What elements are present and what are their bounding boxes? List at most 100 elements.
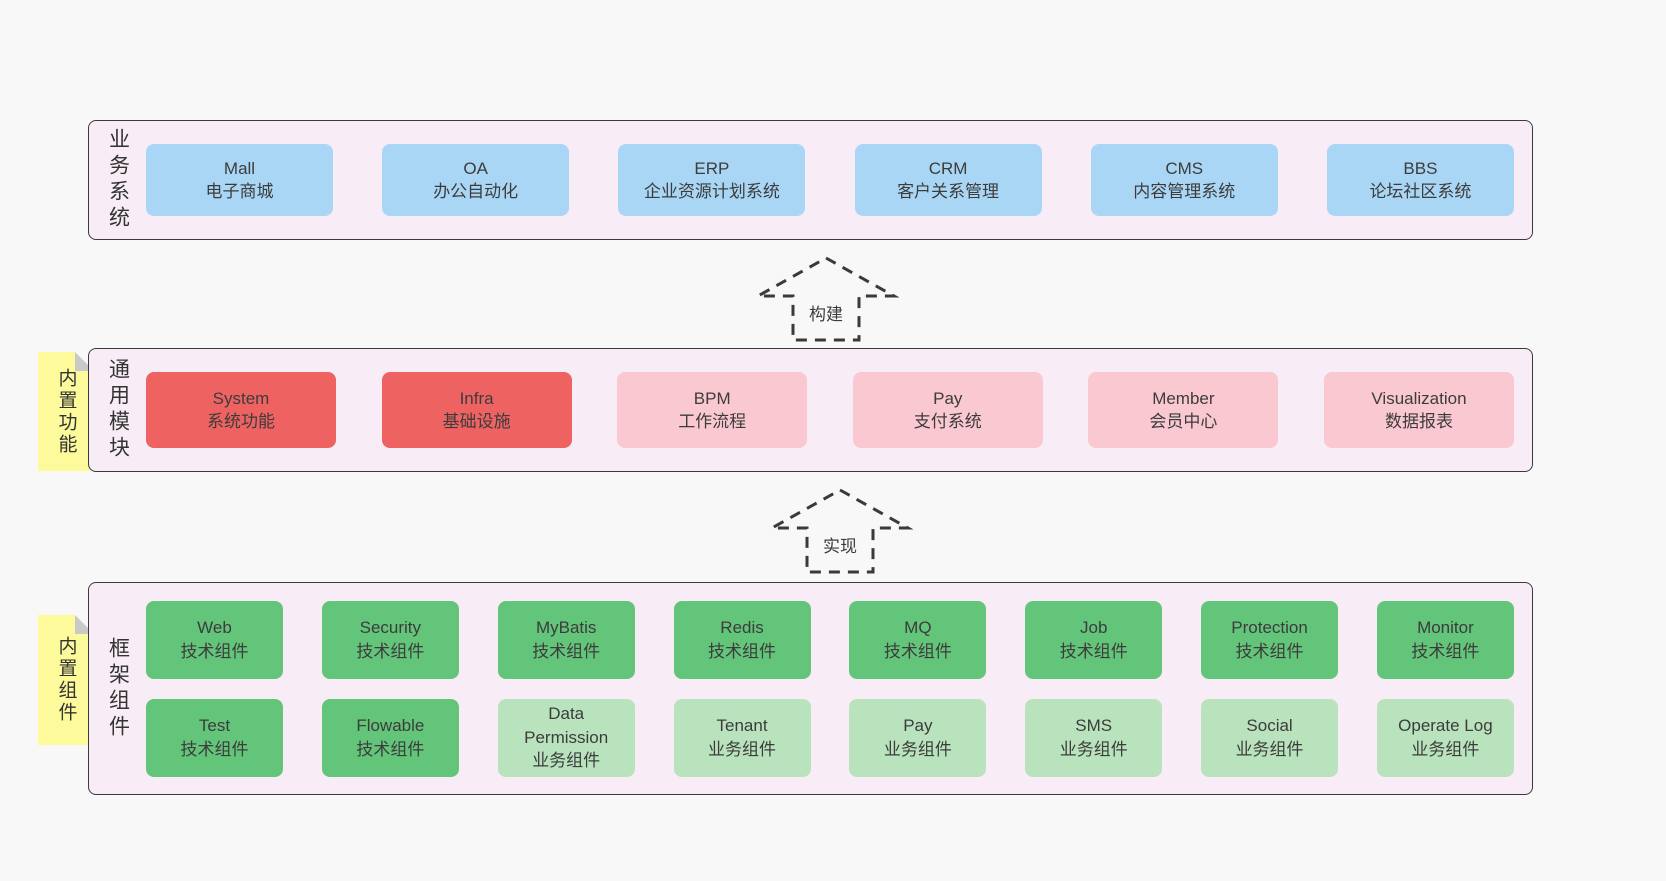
box-system: System 系统功能	[146, 372, 336, 448]
common-modules-label: 通用模块	[106, 358, 130, 462]
framework-components-panel: 框架组件 Web 技术组件 Security 技术组件 MyBatis 技术组件…	[88, 582, 1533, 795]
box-title: Monitor	[1417, 618, 1474, 638]
box-bpm: BPM 工作流程	[617, 372, 808, 448]
common-modules-row: System 系统功能 Infra 基础设施 BPM 工作流程 Pay 支付系统…	[146, 372, 1514, 448]
framework-row-1: Web 技术组件 Security 技术组件 MyBatis 技术组件 Redi…	[146, 600, 1514, 679]
box-subtitle: 工作流程	[678, 412, 747, 431]
box-title: Member	[1152, 388, 1215, 408]
box-pay-module: Pay 支付系统	[852, 372, 1043, 448]
box-pay-component: Pay 业务组件	[849, 698, 987, 777]
implement-arrow-label: 实现	[820, 531, 860, 558]
business-systems-label: 业务系统	[106, 128, 130, 232]
box-title: Redis	[720, 618, 764, 638]
box-bbs: BBS 论坛社区系统	[1326, 144, 1514, 216]
box-title: Security	[359, 618, 422, 638]
box-title: CMS	[1165, 158, 1204, 178]
box-title: OA	[463, 158, 488, 178]
box-mybatis: MyBatis 技术组件	[497, 600, 635, 679]
box-tenant: Tenant 业务组件	[673, 698, 811, 777]
business-systems-row: Mall 电子商城 OA 办公自动化 ERP 企业资源计划系统 CRM 客户关系…	[146, 144, 1514, 216]
box-subtitle: 业务组件	[883, 739, 952, 759]
box-flowable: Flowable 技术组件	[321, 698, 459, 777]
box-subtitle: 技术组件	[180, 641, 249, 661]
box-subtitle: 客户关系管理	[897, 182, 1000, 201]
box-sms: SMS 业务组件	[1025, 698, 1163, 777]
box-subtitle: 技术组件	[1059, 641, 1128, 661]
box-title: Pay	[903, 716, 933, 736]
box-title: Test	[198, 716, 231, 736]
box-infra: Infra 基础设施	[381, 372, 572, 448]
box-web: Web 技术组件	[146, 600, 283, 679]
box-subtitle: 会员中心	[1149, 412, 1218, 431]
box-data-permission: Data Permission 业务组件	[497, 698, 635, 777]
box-job: Job 技术组件	[1025, 600, 1163, 679]
box-subtitle: 技术组件	[1411, 641, 1480, 661]
sticky-note-text: 内置组件	[55, 636, 77, 724]
box-subtitle: 技术组件	[356, 641, 425, 661]
box-title: Data Permission	[524, 704, 609, 747]
box-title: Mall	[223, 158, 256, 178]
builtin-components-sticky-note: 内置组件	[38, 615, 94, 745]
business-systems-panel: 业务系统 Mall 电子商城 OA 办公自动化 ERP 企业资源计划系统 CRM…	[88, 120, 1533, 240]
box-operate-log: Operate Log 业务组件	[1376, 698, 1514, 777]
box-member: Member 会员中心	[1088, 372, 1279, 448]
box-subtitle: 技术组件	[532, 641, 601, 661]
up-block-arrow-icon	[753, 256, 899, 342]
box-subtitle: 数据报表	[1384, 412, 1453, 431]
box-subtitle: 技术组件	[1235, 641, 1304, 661]
box-title: Operate Log	[1398, 716, 1493, 736]
box-subtitle: 支付系统	[913, 412, 982, 431]
box-subtitle: 系统功能	[207, 412, 275, 431]
box-redis: Redis 技术组件	[673, 600, 811, 679]
box-title: ERP	[694, 158, 730, 178]
box-subtitle: 电子商城	[205, 182, 274, 201]
box-title: Infra	[459, 388, 494, 408]
box-cms: CMS 内容管理系统	[1090, 144, 1278, 216]
box-title: Protection	[1231, 618, 1308, 638]
box-title: BBS	[1403, 158, 1438, 178]
box-monitor: Monitor 技术组件	[1376, 600, 1514, 679]
box-subtitle: 业务组件	[1235, 739, 1304, 759]
box-subtitle: 业务组件	[1059, 739, 1128, 759]
box-title: Web	[197, 618, 232, 638]
box-title: Job	[1080, 618, 1108, 638]
box-visualization: Visualization 数据报表	[1323, 372, 1514, 448]
sticky-note-text: 内置功能	[55, 367, 77, 456]
box-mall: Mall 电子商城	[146, 144, 333, 216]
box-subtitle: 论坛社区系统	[1369, 182, 1472, 201]
box-title: CRM	[928, 158, 968, 178]
box-title: Tenant	[716, 716, 768, 736]
builtin-features-sticky-note: 内置功能	[38, 352, 94, 471]
box-subtitle: 业务组件	[1411, 739, 1480, 759]
build-arrow-label: 构建	[806, 299, 846, 326]
box-title: Pay	[933, 388, 963, 408]
common-modules-panel: 通用模块 System 系统功能 Infra 基础设施 BPM 工作流程 Pay…	[88, 348, 1533, 472]
box-title: Social	[1246, 716, 1293, 736]
box-social: Social 业务组件	[1201, 698, 1339, 777]
box-title: SMS	[1075, 716, 1113, 736]
framework-components-label: 框架组件	[106, 636, 130, 741]
box-subtitle: 办公自动化	[433, 182, 519, 201]
box-subtitle: 技术组件	[180, 739, 249, 759]
box-subtitle: 内容管理系统	[1133, 182, 1236, 201]
build-arrow: 构建	[753, 255, 899, 343]
box-subtitle: 技术组件	[356, 739, 425, 759]
box-subtitle: 企业资源计划系统	[643, 182, 780, 201]
up-block-arrow-icon	[767, 488, 913, 574]
box-subtitle: 基础设施	[442, 412, 511, 431]
box-title: Flowable	[356, 716, 425, 736]
box-mq: MQ 技术组件	[849, 600, 987, 679]
box-subtitle: 业务组件	[708, 739, 777, 759]
framework-row-2: Test 技术组件 Flowable 技术组件 Data Permission …	[146, 698, 1514, 777]
implement-arrow: 实现	[767, 487, 913, 575]
box-title: Visualization	[1371, 388, 1467, 408]
box-subtitle: 技术组件	[883, 641, 952, 661]
box-title: MQ	[904, 618, 932, 638]
box-oa: OA 办公自动化	[382, 144, 570, 216]
box-crm: CRM 客户关系管理	[854, 144, 1042, 216]
box-title: MyBatis	[535, 618, 597, 638]
box-protection: Protection 技术组件	[1201, 600, 1339, 679]
box-subtitle: 业务组件	[532, 751, 601, 771]
box-test: Test 技术组件	[146, 698, 283, 777]
